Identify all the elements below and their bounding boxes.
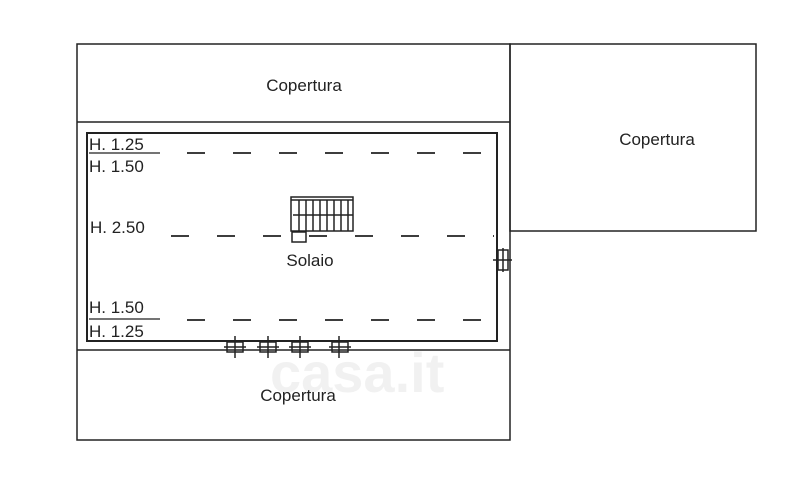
window-icon bbox=[329, 336, 351, 358]
height-lines bbox=[171, 152, 494, 321]
window-icon bbox=[493, 248, 512, 272]
height-label-middle: H. 2.50 bbox=[90, 218, 145, 237]
label-roof-bottom: Copertura bbox=[260, 386, 336, 405]
height-label-bottom-a: H. 1.50 bbox=[89, 298, 144, 317]
label-roof-right: Copertura bbox=[619, 130, 695, 149]
watermark: casa.it bbox=[270, 341, 444, 404]
height-label-top-b: H. 1.50 bbox=[89, 157, 144, 176]
window-icons bbox=[224, 248, 512, 358]
attic-room-outline bbox=[86, 132, 498, 342]
label-roof-top: Copertura bbox=[266, 76, 342, 95]
window-icon bbox=[257, 336, 279, 358]
window-icon bbox=[289, 336, 311, 358]
height-label-top-a: H. 1.25 bbox=[89, 135, 144, 154]
stair-icon bbox=[290, 196, 354, 243]
window-icon bbox=[224, 336, 246, 358]
height-label-bottom-b: H. 1.25 bbox=[89, 322, 144, 341]
right-roof-outline bbox=[509, 43, 757, 232]
label-room: Solaio bbox=[286, 251, 333, 270]
main-outline bbox=[76, 43, 511, 441]
